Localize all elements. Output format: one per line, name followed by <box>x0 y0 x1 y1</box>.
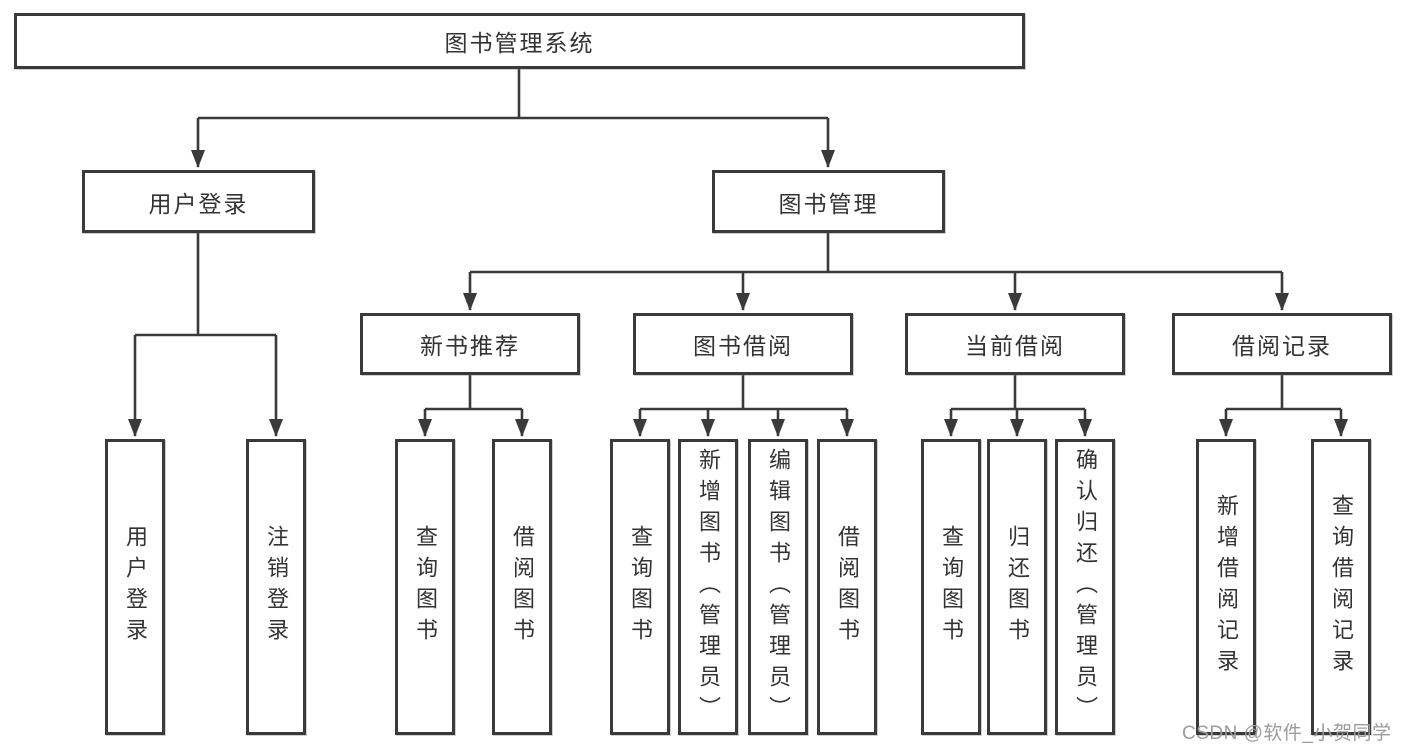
node-label: 图书借阅 <box>693 333 793 359</box>
node-label: 新增图书（管理员） <box>696 447 721 727</box>
leaf-user-login: 用户登录 <box>105 439 165 735</box>
leaf-query-books: 查询图书 <box>610 439 670 735</box>
leaf-borrow-books: 借阅图书 <box>492 439 552 735</box>
leaf-logout: 注销登录 <box>246 439 306 735</box>
leaf-query-borrow-record: 查询借阅记录 <box>1311 439 1371 735</box>
leaf-edit-books-admin: 编辑图书（管理员） <box>748 439 808 735</box>
node-label: 借阅记录 <box>1232 333 1332 359</box>
node-label: 查询图书 <box>628 525 653 649</box>
node-label: 图书管理系统 <box>444 30 595 56</box>
node-label: 当前借阅 <box>965 333 1065 359</box>
node-label: 新增借阅记录 <box>1214 494 1239 680</box>
node-label: 查询图书 <box>939 525 964 649</box>
leaf-confirm-return-admin: 确认归还（管理员） <box>1055 439 1115 735</box>
leaf-add-books-admin: 新增图书（管理员） <box>678 439 738 735</box>
node-label: 借阅图书 <box>835 525 860 649</box>
node-book-management: 图书管理 <box>712 170 945 233</box>
node-current-borrow: 当前借阅 <box>905 313 1125 375</box>
leaf-query-books: 查询图书 <box>921 439 981 735</box>
csdn-watermark: CSDN @软件_小贺同学 <box>1182 723 1392 744</box>
node-label: 编辑图书（管理员） <box>766 447 791 727</box>
node-user-login: 用户登录 <box>82 170 315 233</box>
node-book-borrow: 图书借阅 <box>633 313 853 375</box>
node-label: 注销登录 <box>264 525 289 649</box>
leaf-return-books: 归还图书 <box>987 439 1047 735</box>
leaf-borrow-books: 借阅图书 <box>817 439 877 735</box>
node-label: 借阅图书 <box>510 525 535 649</box>
node-label: 用户登录 <box>148 190 249 217</box>
node-label: 查询图书 <box>413 525 438 649</box>
node-label: 新书推荐 <box>420 333 520 359</box>
node-label: 图书管理 <box>778 190 879 217</box>
node-label: 归还图书 <box>1005 525 1030 649</box>
node-book-management-system: 图书管理系统 <box>14 13 1025 69</box>
node-label: 查询借阅记录 <box>1329 494 1354 680</box>
node-new-book-recommend: 新书推荐 <box>360 313 580 375</box>
leaf-query-books: 查询图书 <box>395 439 455 735</box>
node-label: 用户登录 <box>123 525 148 649</box>
node-label: 确认归还（管理员） <box>1073 447 1098 727</box>
leaf-add-borrow-record: 新增借阅记录 <box>1196 439 1256 735</box>
node-borrow-records: 借阅记录 <box>1172 313 1392 375</box>
